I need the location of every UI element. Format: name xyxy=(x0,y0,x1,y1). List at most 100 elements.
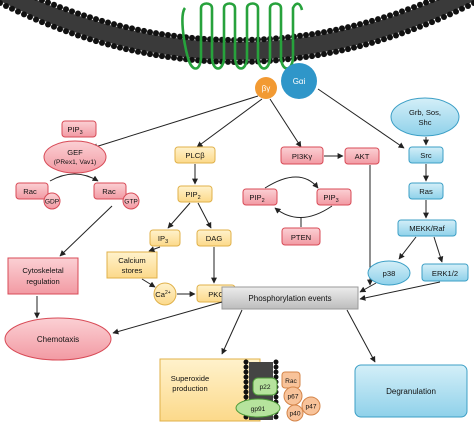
p38-node: p38 xyxy=(367,260,411,286)
lipid-head xyxy=(3,3,9,9)
lipid-head xyxy=(327,27,333,34)
gp91-label: gp91 xyxy=(251,406,266,413)
lipid-head xyxy=(465,3,471,9)
p47-label: p47 xyxy=(305,404,316,411)
lipid-head xyxy=(57,4,63,11)
lipid-head xyxy=(375,38,381,45)
lipid-head xyxy=(327,49,333,56)
lipid-head xyxy=(261,58,267,65)
g-beta-gamma-label: βγ xyxy=(262,84,271,93)
lipid-head xyxy=(63,6,69,13)
svg-text:PIP3: PIP3 xyxy=(67,125,82,136)
degranulation-label: Degranulation xyxy=(386,387,436,396)
plc-node: PLCβ xyxy=(174,146,216,164)
lipid-head xyxy=(435,16,441,23)
arrows-pi3k xyxy=(264,153,373,286)
lipid-head xyxy=(351,44,357,51)
calcium-label-1: Calcium xyxy=(118,256,145,265)
lipid-head xyxy=(303,54,309,60)
lipid-head xyxy=(369,17,375,24)
bilayer-head xyxy=(243,379,249,385)
bilayer-head xyxy=(243,364,249,370)
arrow-pip2-to-ip3 xyxy=(167,202,191,229)
bilayer-head xyxy=(243,389,249,395)
arrow-to-plc xyxy=(196,98,263,148)
pkc-label: PKC xyxy=(208,290,224,299)
lipid-head xyxy=(345,24,351,31)
ip3-node: IP3 xyxy=(149,229,181,247)
lipid-head xyxy=(339,47,345,54)
cytoskeletal-node: Cytoskeletal regulation xyxy=(7,257,79,295)
lipid-head xyxy=(339,25,345,32)
lipid-head xyxy=(333,26,339,33)
lipid-head xyxy=(99,17,105,24)
erk-node: ERK1/2 xyxy=(421,263,469,282)
lipid-head xyxy=(363,19,369,26)
g-beta-gamma-subunit: βγ xyxy=(255,77,277,99)
lipid-head xyxy=(315,52,321,59)
lipid-head xyxy=(195,35,201,42)
lipid-head xyxy=(21,11,27,18)
p40-shape xyxy=(286,404,304,422)
lipid-head xyxy=(51,1,57,8)
lipid-head xyxy=(45,0,51,6)
bilayer-head xyxy=(273,414,279,420)
lipid-head xyxy=(225,58,231,65)
lipid-head xyxy=(99,39,105,46)
ras-label: Ras xyxy=(419,187,433,196)
lipid-head xyxy=(201,35,207,42)
gef-label: GEF xyxy=(67,148,83,157)
membrane-band xyxy=(0,0,474,60)
arrows-mapk xyxy=(359,137,444,301)
lipid-head xyxy=(123,46,129,53)
lipid-head xyxy=(34,0,38,1)
lipid-head xyxy=(75,10,81,17)
dag-node: DAG xyxy=(196,229,232,247)
lipid-head xyxy=(141,27,147,34)
svg-text:PI3Kγ: PI3Kγ xyxy=(292,152,312,161)
lipid-head xyxy=(39,0,45,4)
pip3-node-left: PIP3 xyxy=(61,120,97,138)
lipid-head xyxy=(225,36,231,43)
lipid-head xyxy=(117,22,123,29)
bilayer-head xyxy=(243,359,249,365)
lipid-head xyxy=(129,47,135,54)
lipid-head xyxy=(345,46,351,53)
lipid-head xyxy=(303,32,309,38)
bilayer-head xyxy=(243,384,249,390)
ca-node: Ca2+ xyxy=(153,282,177,306)
cyto-label-2: regulation xyxy=(26,277,59,286)
rac-gtp-node: Rac GTP xyxy=(93,182,140,210)
pip2-node-pi3k: PIP2 xyxy=(242,188,278,206)
arrow-calcium-to-ca xyxy=(141,278,156,288)
lipid-head xyxy=(333,48,339,55)
bilayer-head xyxy=(273,394,279,400)
lipid-head xyxy=(153,52,159,59)
lipid-head xyxy=(351,22,357,29)
lipid-head xyxy=(357,21,363,28)
arrow-pip3-to-pip2 xyxy=(274,205,333,218)
lipid-head xyxy=(159,53,165,60)
lipid-head xyxy=(0,0,3,6)
bilayer-head xyxy=(243,374,249,380)
p67-label: p67 xyxy=(287,394,298,401)
lipid-head xyxy=(177,55,183,62)
lipid-head xyxy=(153,30,159,37)
rac-gtp-label: Rac xyxy=(102,187,116,196)
lipid-head xyxy=(69,30,75,37)
lipid-head xyxy=(117,44,123,51)
svg-text:PLCβ: PLCβ xyxy=(185,151,205,160)
lipid-head xyxy=(321,29,327,36)
g-alpha-label: Gαi xyxy=(293,77,306,86)
bilayer-head xyxy=(273,364,279,370)
arrow-phospho-to-chemotaxis xyxy=(112,301,223,335)
lipid-head xyxy=(201,57,207,64)
lipid-head xyxy=(273,57,279,64)
lipid-head xyxy=(429,0,435,4)
grb-node: Grb, Sos, Shc xyxy=(390,97,460,137)
arrows-left xyxy=(34,173,113,319)
arrow-ip3-to-calcium xyxy=(148,246,161,252)
lipid-head xyxy=(357,43,363,50)
pi3k-node: PI3Kγ xyxy=(280,146,324,165)
arrow-to-gef xyxy=(91,95,259,150)
